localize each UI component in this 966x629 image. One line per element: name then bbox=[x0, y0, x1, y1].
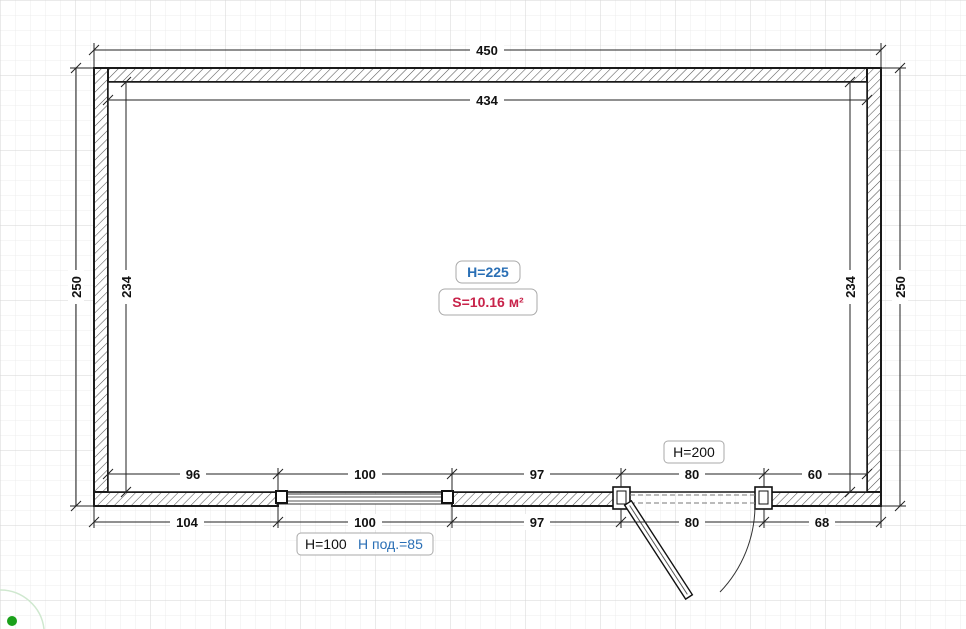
window-jamb-left bbox=[275, 490, 288, 504]
dim-outer-left: 250 bbox=[69, 276, 84, 298]
dim-inner-bottom-4: 80 bbox=[685, 467, 699, 482]
room-height-badge[interactable]: H=225 bbox=[455, 260, 521, 284]
window-height-badge[interactable]: H=100 H под.=85 bbox=[296, 532, 434, 556]
room-area-label: S=10.16 м² bbox=[452, 294, 524, 310]
status-indicator[interactable] bbox=[0, 589, 45, 629]
dim-outer-bottom-4: 80 bbox=[685, 515, 699, 530]
dim-inner-bottom-2: 100 bbox=[354, 467, 376, 482]
window[interactable] bbox=[275, 490, 454, 505]
room-interior[interactable] bbox=[107, 81, 868, 493]
dim-outer-top: 450 bbox=[476, 43, 498, 58]
walls[interactable] bbox=[93, 67, 882, 507]
window-sill-label: H под.=85 bbox=[358, 536, 423, 552]
dim-outer-bottom-2: 100 bbox=[354, 515, 376, 530]
window-jamb-right bbox=[441, 490, 454, 504]
wall-right[interactable] bbox=[866, 67, 882, 507]
wall-left[interactable] bbox=[93, 67, 109, 507]
dim-outer-bottom-3: 97 bbox=[530, 515, 544, 530]
status-dot-icon bbox=[7, 616, 17, 626]
dimension-labels: 450 434 250 234 234 250 96 100 97 80 60 … bbox=[68, 42, 908, 530]
door-height-label: H=200 bbox=[673, 444, 715, 460]
wall-bottom-segment-2[interactable] bbox=[451, 491, 618, 507]
dim-inner-left: 234 bbox=[119, 275, 134, 297]
room-height-label: H=225 bbox=[467, 264, 509, 280]
room-area-badge[interactable]: S=10.16 м² bbox=[438, 288, 538, 316]
door-swing-arc bbox=[719, 504, 756, 593]
dim-inner-top: 434 bbox=[476, 93, 498, 108]
dim-outer-bottom-5: 68 bbox=[815, 515, 829, 530]
wall-bottom-segment-1[interactable] bbox=[93, 491, 279, 507]
dim-inner-bottom-5: 60 bbox=[808, 467, 822, 482]
dim-outer-right: 250 bbox=[893, 276, 908, 298]
window-height-label: H=100 bbox=[305, 536, 347, 552]
dim-inner-right: 234 bbox=[843, 275, 858, 297]
dim-inner-bottom-1: 96 bbox=[186, 467, 200, 482]
dim-inner-bottom-3: 97 bbox=[530, 467, 544, 482]
door-height-badge[interactable]: H=200 bbox=[663, 440, 725, 464]
wall-top[interactable] bbox=[93, 67, 882, 83]
wall-bottom-segment-3[interactable] bbox=[759, 491, 882, 507]
dim-outer-bottom-1: 104 bbox=[176, 515, 198, 530]
